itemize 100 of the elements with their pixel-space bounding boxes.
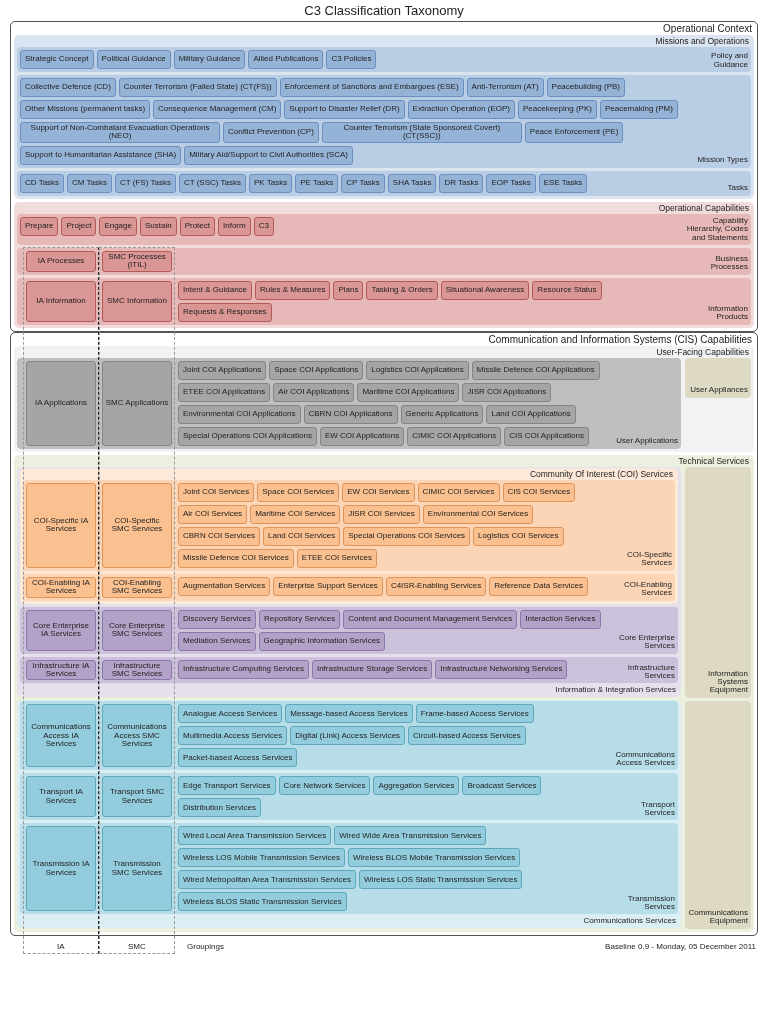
category-box: SMC Processes (ITIL) [102,250,172,272]
category-band [17,357,681,449]
category-band [17,75,751,168]
category-box: SHA Tasks [387,173,437,193]
group-panel [14,454,754,932]
category-box: Frame-based Access Services [415,704,534,724]
category-box: Infrastructure Storage Services [311,659,433,679]
group-panel [17,700,681,929]
category-box: Transmission IA Services [26,826,96,912]
category-box: CIS COI Services [502,482,576,502]
category-box: CIMIC COI Applications [407,426,502,446]
group-title: Operational Context [662,23,752,34]
category-box: ESE Tasks [538,173,588,193]
category-box: Content and Document Management Services [343,609,518,629]
category-box: Situational Awareness [440,280,530,300]
category-box: IA Information [26,280,96,322]
category-box: Collective Defence (CD) [20,78,116,97]
category-box: EW COI Services [342,482,415,502]
category-box: PK Tasks [248,173,293,193]
category-box: Infrastructure Networking Services [435,659,568,679]
category-box: Transmission SMC Services [102,826,172,912]
category-box: Infrastructure SMC Services [102,659,172,681]
category-box: CP Tasks [341,173,385,193]
category-band [20,701,678,771]
category-box: JISR COI Services [343,504,420,524]
group-panel [17,466,681,698]
category-box: C3 Policies [326,50,377,69]
category-box: Transport SMC Services [102,776,172,818]
category-box: Consequence Management (CM) [153,100,282,119]
category-box: Support of Non-Combatant Evacuation Operations (NEO) [20,122,220,143]
group-panel [14,201,754,328]
grouping-caption: Groupings [187,941,224,951]
category-box: Maritime COI Applications [357,382,460,402]
category-box: Intent & Guidance [178,280,253,300]
category-box: Air COI Applications [273,382,355,402]
category-box: C4ISR-Enabling Services [385,576,487,596]
category-box: Enterprise Support Services [273,576,383,596]
band-title: Information Products [706,304,748,322]
grouping-label: SMC [128,941,146,951]
category-box: Infrastructure Computing Services [178,659,309,679]
category-box: Multimedia Access Services [178,726,288,746]
group-title: Communication and Information Systems (CIS) Capabilities [487,333,752,345]
category-box: Conflict Prevention (CP) [223,122,319,143]
baseline-note: Baseline 0.9 - Monday, 05 December 2011 [605,941,756,951]
category-box: Land COI Applications [486,404,576,424]
category-box: Transport IA Services [26,776,96,818]
category-box: Communications Access SMC Services [102,704,172,768]
category-box: Project [61,216,97,236]
band-title: COI-Enabling Services [622,580,672,598]
equipment-panel: User Appliances [685,357,751,398]
category-band [20,773,678,821]
group-panel [10,331,758,936]
category-box: Core Enterprise SMC Services [102,609,172,651]
category-box: Other Missions (permanent tasks) [20,100,151,119]
category-box: Space COI Services [257,482,340,502]
category-box: Maritime COI Services [250,504,341,524]
category-box: Geographic Information Services [258,631,386,651]
category-box: COI-Enabling IA Services [26,576,96,598]
category-box: Prepare [20,216,59,236]
category-box: DR Tasks [439,173,484,193]
category-band [20,656,678,684]
category-box: Wireless LOS Mobile Transmission Services [178,848,345,868]
category-box: IA Applications [26,360,96,446]
category-box: Logistics COI Services [473,526,564,546]
category-box: CD Tasks [20,173,65,193]
group-panel [14,35,754,199]
category-box: Extraction Operation (EOP) [407,100,515,119]
category-box: Air COI Services [178,504,248,524]
category-band [20,606,678,654]
category-box: Special Operations COI Services [343,526,471,546]
category-box: Reference Data Services [489,576,589,596]
category-box: CT (FS) Tasks [115,173,176,193]
category-box: Peacemaking (PM) [599,100,678,119]
category-box: Repository Services [259,609,341,629]
band-title: Capability Hierarchy, Codes and Statements [685,216,748,242]
band-title: Policy and Guidance [710,52,748,69]
category-box: Peacebuilding (PB) [546,78,626,97]
category-box: Engage [99,216,137,236]
category-box: Rules & Measures [255,280,331,300]
band-title: Transport Services [640,800,675,818]
category-box: Plans [333,280,364,300]
category-box: Wireless BLOS Static Transmission Services [178,892,347,912]
band-title: Business Processes [709,254,748,272]
category-box: Edge Transport Services [178,776,276,796]
category-box: Missile Defence COI Services [178,548,294,568]
category-box: Protect [179,216,215,236]
category-box: Analogue Access Services [178,704,283,724]
group-title: Information & Integration Services [554,685,676,695]
category-box: Digital (Link) Access Services [290,726,406,746]
category-box: Wireless BLOS Mobile Transmission Services [347,848,521,868]
category-box: Augmentation Services [178,576,271,596]
category-box: Missile Defence COI Applications [471,360,600,380]
category-box: ETEE COI Applications [178,382,271,402]
category-band [17,277,751,325]
category-box: Wired Wide Area Transmission Services [334,826,487,846]
category-box: Core Network Services [278,776,371,796]
category-box: Resource Status [532,280,602,300]
category-box: Counter Terrorism (State Sponsored Covert) (CT(SSC)) [321,122,522,143]
category-box: CBRN COI Applications [303,404,398,424]
category-box: Wired Local Area Transmission Services [178,826,332,846]
